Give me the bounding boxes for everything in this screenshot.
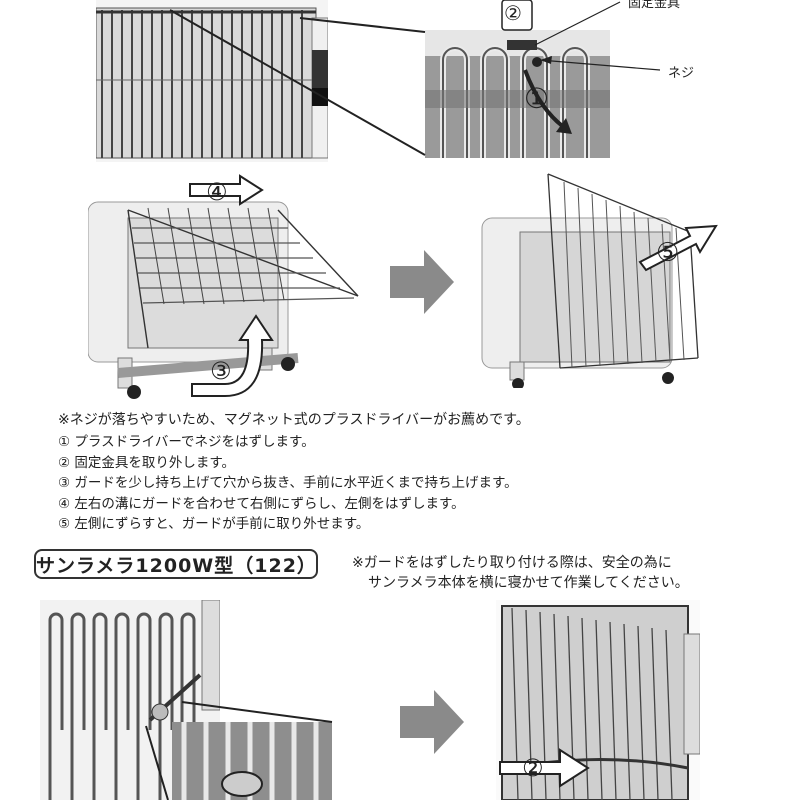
bracket-inset-closeup xyxy=(172,722,332,800)
callout-fixing-bracket: 固定金具 xyxy=(628,0,681,11)
heater-guard-lift-photo xyxy=(88,201,359,399)
step-1-mark: ① xyxy=(524,82,550,115)
caution-note: ※ガードをはずしたり取り付ける際は、安全の為に サンラメラ本体を横に寝かせて作業… xyxy=(352,553,689,593)
removal-steps: ① プラスドライバーでネジをはずします。 ② 固定金具を取り外します。 ③ ガー… xyxy=(58,432,518,535)
step-3-text: ③ ガードを少し持ち上げて穴から抜き、手前に水平近くまで持ち上げます。 xyxy=(58,475,518,491)
step-1-text: ① プラスドライバーでネジをはずします。 xyxy=(58,434,315,450)
step-5-mark: ⑤ xyxy=(656,238,680,268)
heater-guard-remove-photo xyxy=(481,173,699,388)
step-3-mark: ③ xyxy=(210,357,232,385)
screwdriver-note: ※ネジが落ちやすいため、マグネット式のプラスドライバーがお薦めです。 xyxy=(58,412,530,428)
step-2-mark-top: ② xyxy=(504,1,522,25)
step-5-text: ⑤ 左側にずらすと、ガードが手前に取り外せます。 xyxy=(58,516,370,532)
step-2-mark-bottom: ② xyxy=(522,754,544,782)
caution-line-2: サンラメラ本体を横に寝かせて作業してください。 xyxy=(368,575,689,591)
step-4-text: ④ 左右の溝にガードを合わせて右側にずらし、左側をはずします。 xyxy=(58,495,465,512)
bracket-closeup-photo xyxy=(425,30,610,158)
heater-grille-photo-top-left xyxy=(96,0,328,162)
caution-line-1: ※ガードをはずしたり取り付ける際は、安全の為に xyxy=(352,555,672,571)
step-4-mark: ④ xyxy=(206,178,228,206)
model-title-box: サンラメラ1200W型（122） xyxy=(34,549,318,579)
model-title: サンラメラ1200W型（122） xyxy=(36,554,317,577)
callout-screw: ネジ xyxy=(668,66,695,81)
step-2-text: ② 固定金具を取り外します。 xyxy=(58,454,236,471)
